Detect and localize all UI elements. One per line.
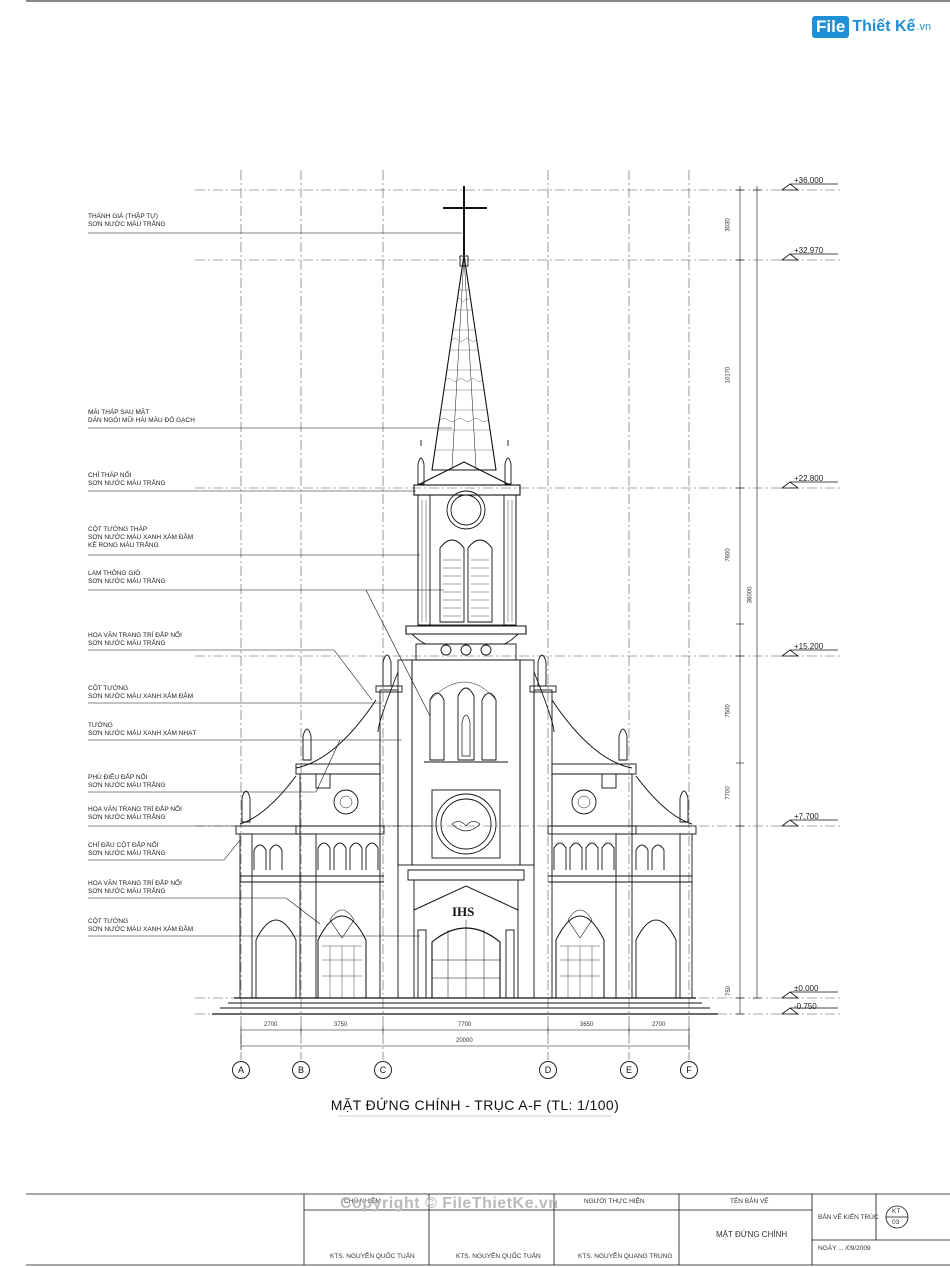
tb-author-label: NGƯỜI THỰC HIỆN	[584, 1198, 645, 1205]
tb-category: BẢN VẼ KIẾN TRÚC	[818, 1214, 879, 1221]
title-block-lines	[26, 1193, 950, 1266]
vert-dim: 7700	[725, 786, 732, 800]
total-dim: 20000	[456, 1038, 473, 1044]
level-label: +15.200	[794, 642, 824, 651]
tb-sheet-code: KT	[892, 1208, 901, 1215]
level-label: -0.750	[794, 1002, 817, 1011]
level-label: +7.700	[794, 812, 819, 821]
logo-text: Thiết Kế	[852, 18, 916, 35]
axis-bubble-b: B	[292, 1061, 310, 1079]
vert-dim: 10170	[725, 366, 732, 384]
axis-bubble-f: F	[680, 1061, 698, 1079]
axis-bubble-a: A	[232, 1061, 250, 1079]
level-label: ±0.000	[794, 984, 819, 993]
ihs-monogram: IHS	[452, 904, 475, 919]
tower-statues	[417, 440, 512, 485]
level-label: +36.000	[794, 176, 824, 185]
tb-drawing-name-label: TÊN BẢN VẼ	[730, 1198, 769, 1205]
level-label: +32.970	[794, 246, 824, 255]
church-facade	[212, 186, 718, 1015]
tb-drawing-name: MẶT ĐỨNG CHÍNH	[716, 1230, 788, 1239]
bay-dim: 3750	[334, 1022, 348, 1028]
bay-dim: 3650	[580, 1022, 594, 1028]
logo-box: File	[812, 16, 850, 38]
copyright-watermark: Copyright © FileThietKe.vn	[340, 1195, 559, 1212]
level-lines	[195, 189, 840, 1015]
vert-dim: 750	[726, 985, 733, 997]
axis-bubble-d: D	[539, 1061, 557, 1079]
vert-dim: 7500	[725, 704, 732, 718]
site-logo: File Thiết Kế .vn	[812, 14, 931, 40]
horizontal-dimension-chain	[240, 1026, 690, 1050]
logo-domain: .vn	[916, 21, 932, 33]
bay-dim: 2700	[652, 1022, 666, 1028]
vert-dim: 7600	[725, 548, 732, 562]
note-cross: THÁNH GIÁ (THẬP TỰ)SƠN NƯỚC MÀU TRẮNG	[88, 213, 166, 228]
tb-chief-label: CHỦ NHIỆM	[344, 1198, 381, 1205]
axis-bubble-c: C	[374, 1061, 392, 1079]
bay-dim: 7700	[458, 1022, 472, 1028]
annotation-leaders	[88, 232, 462, 937]
tb-chief-name: KTS. NGUYỄN QUỐC TUẤN	[330, 1253, 415, 1260]
tb-sheet-number: 03	[892, 1219, 900, 1226]
grid-axis-lines	[240, 170, 690, 1060]
bay-dim: 2700	[264, 1022, 278, 1028]
tb-author-name: KTS. NGUYỄN QUANG TRUNG	[578, 1253, 673, 1260]
level-markers	[780, 183, 838, 1015]
overall-vert-dim: 36000	[747, 586, 754, 604]
level-label: +22.800	[794, 474, 824, 483]
vertical-dimension-chain	[736, 186, 761, 1015]
tb-designer-name: KTS. NGUYỄN QUỐC TUẤN	[456, 1253, 541, 1260]
drawing-title: MẶT ĐỨNG CHÍNH - TRỤC A-F (TL: 1/100)	[330, 1097, 620, 1113]
axis-bubble-e: E	[620, 1061, 638, 1079]
vert-dim: 3030	[725, 218, 732, 232]
tb-date: NGÀY ... /09/2009	[818, 1245, 871, 1252]
